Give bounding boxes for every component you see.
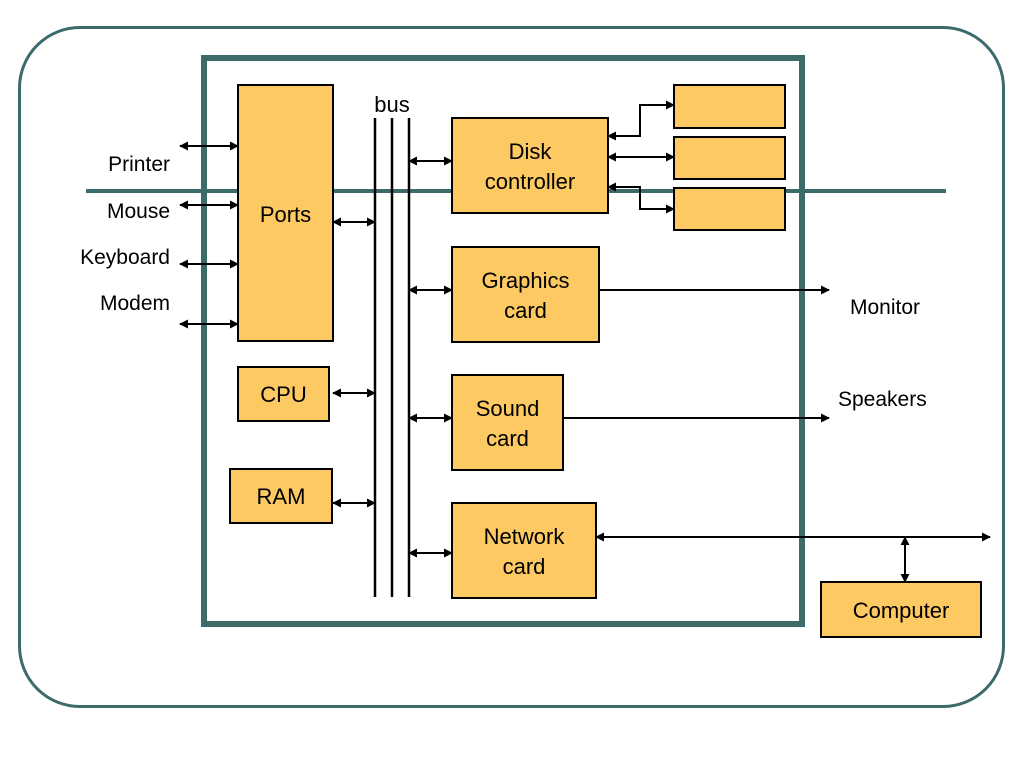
system-boundary	[201, 55, 805, 627]
ports-label: Ports	[260, 202, 311, 227]
graphics-card-label-line1: Graphics	[481, 268, 569, 293]
disk-drives	[673, 84, 786, 231]
disk-controller-label-line2: controller	[485, 169, 575, 194]
mouse-label: Mouse	[107, 200, 170, 223]
disk-controller-box: Disk controller	[451, 117, 609, 214]
disk-drive-3-arrow	[607, 182, 675, 214]
disk-drive-3	[673, 187, 786, 231]
disk-drive-2	[673, 136, 786, 180]
cpu-label: CPU	[260, 382, 306, 407]
bus-lines	[373, 118, 411, 597]
network-card-label-line1: Network	[484, 524, 566, 549]
speakers-label: Speakers	[838, 388, 927, 411]
keyboard-label: Keyboard	[80, 246, 170, 269]
disk-drive-1-arrow	[607, 100, 675, 141]
ram-label: RAM	[257, 484, 306, 509]
bus-label: bus	[374, 92, 409, 117]
disk-controller-label-line1: Disk	[509, 139, 553, 164]
ram-box: RAM	[229, 468, 333, 524]
ports-box: Ports	[237, 84, 334, 342]
graphics-card-label-line2: card	[504, 298, 547, 323]
monitor-label: Monitor	[850, 296, 920, 319]
modem-label: Modem	[100, 292, 170, 315]
cpu-box: CPU	[237, 366, 330, 422]
sound-card-label-line1: Sound	[476, 396, 540, 421]
network-card-label-line2: card	[503, 554, 546, 579]
network-card-box: Network card	[451, 502, 597, 599]
computer-box: Computer	[820, 581, 982, 638]
sound-card-label-line2: card	[486, 426, 529, 451]
slide-frame	[18, 26, 1005, 708]
disk-drive-1	[673, 84, 786, 129]
sound-card-box: Sound card	[451, 374, 564, 471]
computer-label: Computer	[853, 598, 950, 623]
printer-label: Printer	[108, 153, 170, 176]
graphics-card-box: Graphics card	[451, 246, 600, 343]
